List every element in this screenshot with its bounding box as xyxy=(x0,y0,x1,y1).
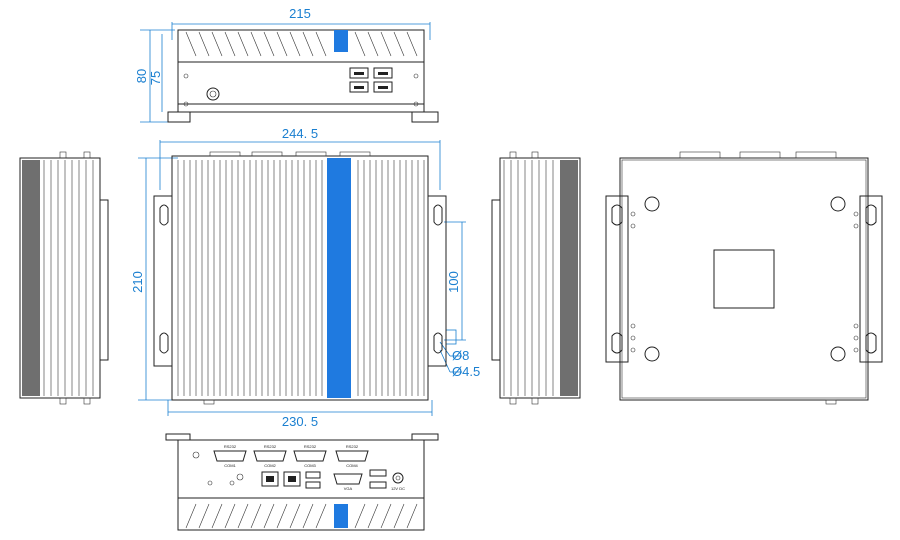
svg-text:COM3: COM3 xyxy=(304,463,316,468)
dim-overall-width: 244. 5 xyxy=(282,126,318,141)
fin-line xyxy=(354,31,366,57)
svg-text:RS232: RS232 xyxy=(264,444,277,449)
fin-line xyxy=(198,31,210,57)
svg-text:COM1: COM1 xyxy=(224,463,236,468)
fin-line xyxy=(380,31,392,57)
dim-body-width: 230. 5 xyxy=(282,414,318,429)
fin-line xyxy=(237,503,249,529)
front-view: 244. 5 210 230. 5 100 Ø8 Ø4.5 xyxy=(130,126,480,429)
fin-line xyxy=(263,31,275,57)
top-view: 215 80 75 xyxy=(134,6,439,123)
svg-text:RS232: RS232 xyxy=(346,444,359,449)
fin-line xyxy=(302,503,314,529)
fin-line xyxy=(354,503,366,529)
left-side-view xyxy=(19,151,109,405)
com-port-1: RS232 COM1 xyxy=(213,444,247,468)
fin-line xyxy=(367,31,379,57)
fin-line xyxy=(211,31,223,57)
vga-port: VGA xyxy=(333,473,363,491)
fin-line xyxy=(185,503,197,529)
dim-hole-large: Ø8 xyxy=(452,348,469,363)
fin-line xyxy=(289,503,301,529)
svg-text:12V DC: 12V DC xyxy=(391,486,405,491)
com-port-3: RS232 COM3 xyxy=(293,444,327,468)
fin-line xyxy=(289,31,301,57)
fin-line xyxy=(263,503,275,529)
fin-line xyxy=(237,31,249,57)
fin-line xyxy=(315,31,327,57)
fin-line xyxy=(393,31,405,57)
fin-line xyxy=(380,503,392,529)
fin-line xyxy=(276,31,288,57)
rear-io-view: RS232 COM1 RS232 COM2 RS232 COM3 RS232 C… xyxy=(165,433,439,531)
dim-front-height: 210 xyxy=(130,271,145,293)
fin-line xyxy=(367,503,379,529)
svg-text:COM2: COM2 xyxy=(264,463,276,468)
fin-line xyxy=(250,31,262,57)
fin-line xyxy=(406,31,418,57)
svg-text:VGA: VGA xyxy=(344,486,353,491)
screw-icon xyxy=(183,73,189,79)
svg-text:COM4: COM4 xyxy=(346,463,358,468)
fin-line xyxy=(198,503,210,529)
fin-line xyxy=(224,31,236,57)
com-port-4: RS232 COM4 xyxy=(335,444,369,468)
usb-icon xyxy=(349,67,393,93)
com-port-2: RS232 COM2 xyxy=(253,444,287,468)
svg-text:RS232: RS232 xyxy=(304,444,317,449)
fin-line xyxy=(315,503,327,529)
usb-icon xyxy=(305,471,321,489)
svg-text:RS232: RS232 xyxy=(224,444,237,449)
power-port: 12V DC xyxy=(391,472,405,491)
fin-line xyxy=(185,31,197,57)
dim-hole-small: Ø4.5 xyxy=(452,364,480,379)
fin-line xyxy=(224,503,236,529)
fin-line xyxy=(211,503,223,529)
fin-line xyxy=(393,503,405,529)
bottom-plate-view xyxy=(605,151,883,405)
fin-outline xyxy=(177,498,425,531)
dim-height-inner: 75 xyxy=(148,71,163,85)
lan-icon xyxy=(261,471,301,487)
right-side-view xyxy=(491,151,581,405)
power-button-icon xyxy=(206,87,220,101)
fin-line xyxy=(250,503,262,529)
dim-top-width: 215 xyxy=(289,6,311,21)
fin-line xyxy=(276,503,288,529)
dim-mount-spacing: 100 xyxy=(446,271,461,293)
fin-line xyxy=(406,503,418,529)
fin-line xyxy=(302,31,314,57)
dim-height-outer: 80 xyxy=(134,69,149,83)
hdmi-icon xyxy=(369,469,387,489)
